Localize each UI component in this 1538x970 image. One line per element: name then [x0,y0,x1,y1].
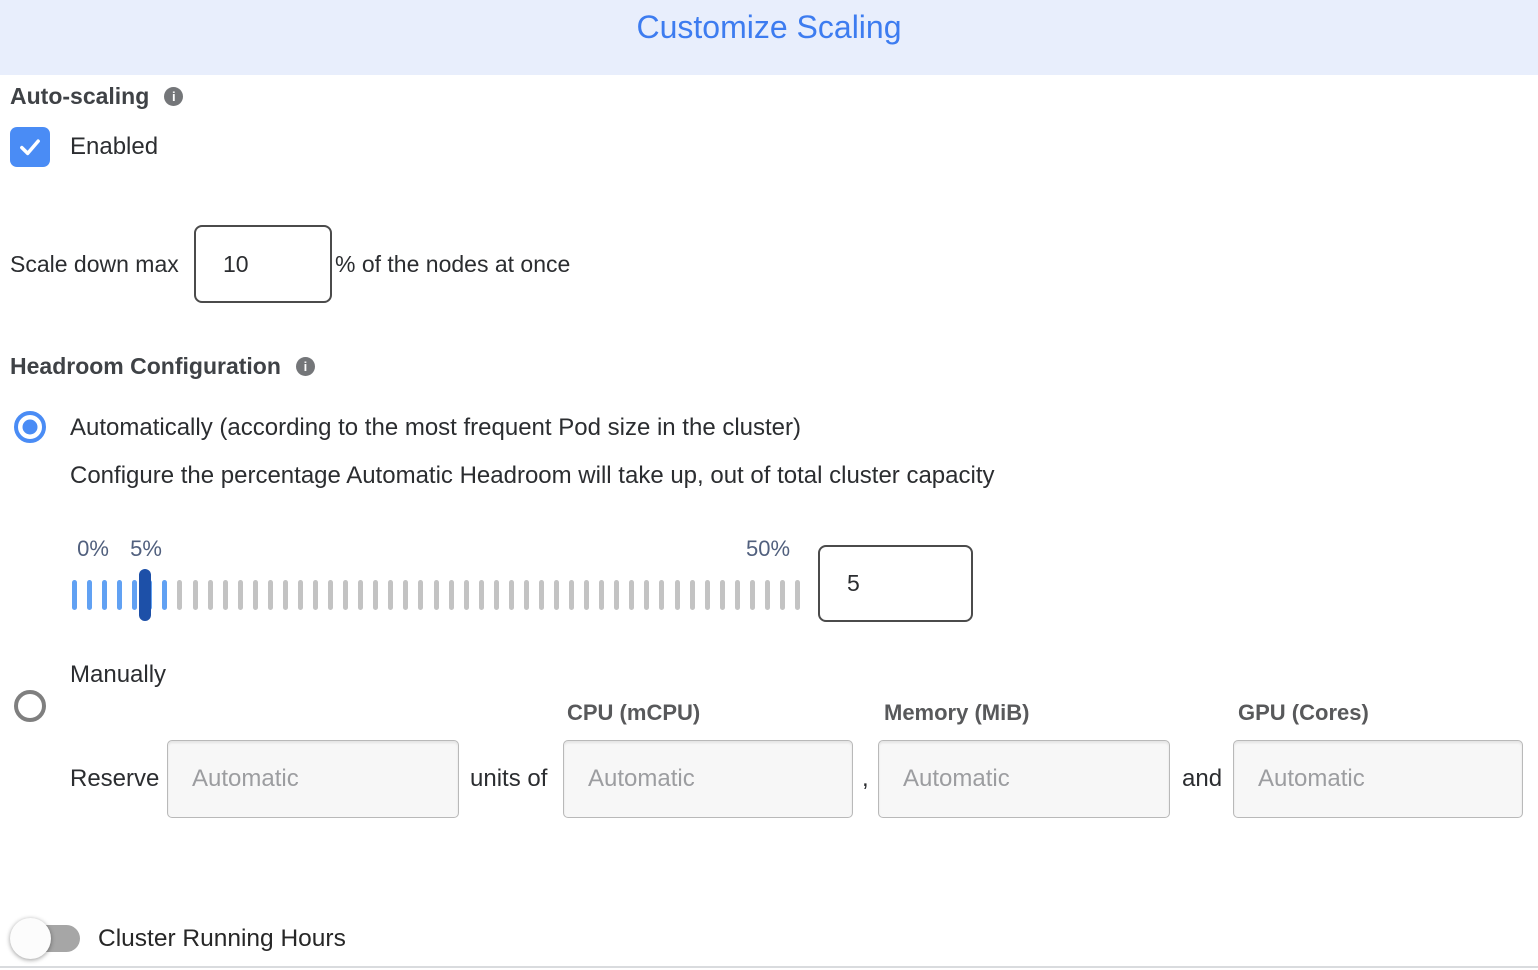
dialog-header: Customize Scaling [0,0,1538,75]
slider-tick [599,580,605,610]
headroom-percent-input[interactable] [818,545,973,622]
comma-separator: , [862,765,869,792]
auto-scaling-enabled-row: Enabled [10,127,158,167]
enabled-label: Enabled [70,133,159,160]
scale-down-prefix: Scale down max [10,251,179,277]
reserve-units-input[interactable] [167,740,459,818]
auto-scaling-section-header: Auto-scaling i [10,83,184,110]
slider-max-label: 50% [745,536,791,561]
slider-tick [704,580,710,610]
slider-tick [614,580,620,610]
slider-tick [162,580,168,610]
slider-tick [584,580,590,610]
slider-tick [252,580,258,610]
headroom-percent-slider[interactable]: 0% 5% 50% [72,536,800,626]
headroom-auto-label[interactable]: Automatically (according to the most fre… [70,414,802,441]
page-title: Customize Scaling [636,9,902,45]
info-icon[interactable]: i [295,357,315,376]
check-icon [20,139,40,156]
slider-tick [764,580,770,610]
slider-tick [222,580,228,610]
slider-tick [358,580,364,610]
reserve-gpu-input[interactable] [1233,740,1523,818]
reserve-memory-input[interactable] [878,740,1170,818]
slider-tick [132,580,138,610]
slider-tick [102,580,108,610]
slider-tick [267,580,273,610]
slider-tick [343,580,349,610]
slider-tick [373,580,379,610]
headroom-label: Headroom Configuration [10,353,281,379]
and-separator: and [1182,765,1223,792]
slider-tick [659,580,665,610]
slider-tick [418,580,424,610]
slider-tick [779,580,785,610]
slider-tick [629,580,635,610]
cluster-running-hours-toggle-knob[interactable] [10,918,51,959]
slider-tick [177,580,183,610]
slider-tick [72,580,77,610]
slider-tick [493,580,499,610]
slider-tick [644,580,650,610]
slider-tick [403,580,409,610]
headroom-auto-radio[interactable] [14,411,46,443]
slider-tick [523,580,529,610]
slider-ticks [72,580,800,610]
cluster-running-hours-label: Cluster Running Hours [98,925,346,952]
slider-tick [749,580,755,610]
scale-down-input[interactable] [194,225,332,303]
slider-tick [463,580,469,610]
slider-tick [192,580,198,610]
column-header-gpu: GPU (Cores) [1238,700,1369,725]
slider-tick [734,580,740,610]
slider-tick [433,580,439,610]
slider-tick [538,580,544,610]
slider-tick [674,580,680,610]
headroom-section-header: Headroom Configuration i [10,353,315,380]
slider-tick [297,580,303,610]
headroom-manual-label[interactable]: Manually [70,661,167,688]
slider-tick [313,580,318,610]
headroom-manual-radio[interactable] [14,690,46,722]
slider-tick [117,580,123,610]
slider-tick [795,580,800,610]
slider-tick [207,580,213,610]
slider-tick [237,580,243,610]
slider-tick [554,580,559,610]
slider-tick [388,580,394,610]
reserve-cpu-input[interactable] [563,740,853,818]
slider-current-label: 5% [130,536,162,561]
slider-tick [478,580,484,610]
units-of-label: units of [470,765,548,792]
auto-scaling-label: Auto-scaling [10,83,150,109]
enabled-checkbox[interactable] [10,127,50,167]
slider-tick [87,580,93,610]
info-icon[interactable]: i [164,87,184,106]
slider-tick [448,580,454,610]
slider-min-label: 0% [77,536,109,561]
slider-tick [689,580,695,610]
slider-tick [282,580,288,610]
scale-down-suffix: % of the nodes at once [335,251,571,277]
slider-handle[interactable] [138,569,151,621]
headroom-auto-description: Configure the percentage Automatic Headr… [70,462,995,489]
slider-tick [508,580,514,610]
slider-tick [328,580,334,610]
column-header-cpu: CPU (mCPU) [567,700,701,725]
slider-tick [569,580,575,610]
bottom-divider [0,966,1538,968]
column-header-memory: Memory (MiB) [884,700,1030,725]
reserve-label: Reserve [70,765,160,792]
slider-tick [719,580,725,610]
